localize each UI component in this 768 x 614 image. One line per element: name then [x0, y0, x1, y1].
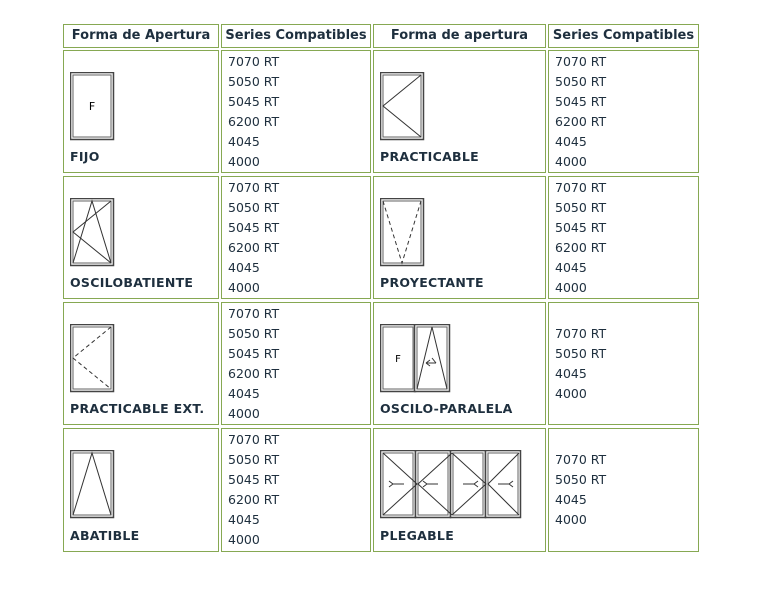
compatible-series-cell: 7070 RT 5050 RT 5045 RT 6200 RT 4045 4000 — [548, 50, 699, 173]
header-forma-apertura-2: Forma de apertura — [373, 24, 546, 48]
series-item: 6200 RT — [228, 492, 280, 507]
series-item: 5045 RT — [228, 94, 280, 109]
series-item: 4000 — [228, 532, 260, 547]
opening-type-cell: OSCILOBATIENTE — [63, 176, 219, 299]
series-item: 7070 RT — [555, 452, 607, 467]
opening-type-name: PROYECTANTE — [380, 275, 484, 290]
compatible-series-cell: 7070 RT 5050 RT 4045 4000 — [548, 302, 699, 425]
series-item: 4045 — [555, 492, 587, 507]
series-item: 4000 — [555, 512, 587, 527]
compatible-series-cell: 7070 RT 5050 RT 5045 RT 6200 RT 4045 4000 — [548, 176, 699, 299]
series-item: 7070 RT — [555, 54, 607, 69]
opening-type-cell: PRACTICABLE — [373, 50, 546, 173]
series-item: 5050 RT — [228, 200, 280, 215]
series-item: 6200 RT — [555, 240, 607, 255]
opening-type-cell: PLEGABLE — [373, 428, 546, 552]
series-item: 7070 RT — [228, 54, 280, 69]
series-item: 4045 — [228, 512, 260, 527]
series-item: 4000 — [555, 386, 587, 401]
series-item: 4045 — [555, 260, 587, 275]
series-item: 5050 RT — [228, 74, 280, 89]
series-item: 7070 RT — [555, 326, 607, 341]
compatible-series-cell: 7070 RT 5050 RT 5045 RT 6200 RT 4045 4000 — [221, 428, 371, 552]
series-item: 7070 RT — [228, 180, 280, 195]
series-item: 6200 RT — [228, 240, 280, 255]
opening-type-cell: F OSCILO-PARALELA — [373, 302, 546, 425]
series-item: 5050 RT — [555, 346, 607, 361]
series-item: 6200 RT — [228, 114, 280, 129]
header-series-1: Series Compatibles — [221, 24, 371, 48]
compatible-series-cell: 7070 RT 5050 RT 5045 RT 6200 RT 4045 4000 — [221, 302, 371, 425]
series-item: 5050 RT — [555, 200, 607, 215]
opening-type-name: FIJO — [70, 149, 100, 164]
series-item: 5045 RT — [228, 472, 280, 487]
series-item: 4045 — [228, 386, 260, 401]
opening-type-cell: PRACTICABLE EXT. — [63, 302, 219, 425]
series-item: 4000 — [228, 280, 260, 295]
series-item: 5045 RT — [228, 220, 280, 235]
series-item: 7070 RT — [228, 432, 280, 447]
fixed-label: F — [89, 100, 95, 113]
series-item: 4045 — [555, 134, 587, 149]
series-item: 5050 RT — [228, 326, 280, 341]
opening-type-name: PRACTICABLE — [380, 149, 479, 164]
series-item: 5045 RT — [228, 346, 280, 361]
header-forma-apertura-1: Forma de Apertura — [63, 24, 219, 48]
opening-type-cell: PROYECTANTE — [373, 176, 546, 299]
series-item: 6200 RT — [228, 366, 280, 381]
svg-text:F: F — [395, 354, 401, 365]
series-item: 5050 RT — [228, 452, 280, 467]
opening-type-name: PLEGABLE — [380, 528, 455, 543]
series-item: 4045 — [228, 134, 260, 149]
series-item: 6200 RT — [555, 114, 607, 129]
series-item: 4045 — [228, 260, 260, 275]
compatible-series-cell: 7070 RT 5050 RT 5045 RT 6200 RT 4045 4000 — [221, 176, 371, 299]
header-series-2: Series Compatibles — [548, 24, 699, 48]
opening-type-name: OSCILO-PARALELA — [380, 401, 513, 416]
series-item: 4045 — [555, 366, 587, 381]
opening-type-name: ABATIBLE — [70, 528, 140, 543]
opening-type-cell: ABATIBLE — [63, 428, 219, 552]
series-item: 5050 RT — [555, 74, 607, 89]
series-item: 7070 RT — [555, 180, 607, 195]
compatible-series-cell: 7070 RT 5050 RT 4045 4000 — [548, 428, 699, 552]
series-item: 5045 RT — [555, 94, 607, 109]
compatible-series-cell: 7070 RT 5050 RT 5045 RT 6200 RT 4045 4000 — [221, 50, 371, 173]
series-item: 5045 RT — [555, 220, 607, 235]
series-item: 7070 RT — [228, 306, 280, 321]
series-item: 4000 — [228, 154, 260, 169]
series-item: 4000 — [555, 280, 587, 295]
series-item: 5050 RT — [555, 472, 607, 487]
opening-type-cell: F FIJO — [63, 50, 219, 173]
series-item: 4000 — [228, 406, 260, 421]
opening-type-name: PRACTICABLE EXT. — [70, 401, 205, 416]
opening-type-name: OSCILOBATIENTE — [70, 275, 194, 290]
series-item: 4000 — [555, 154, 587, 169]
